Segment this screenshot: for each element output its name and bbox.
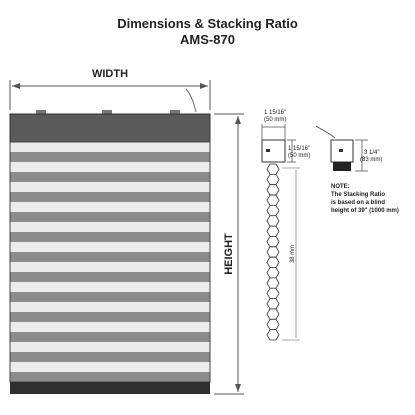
slat xyxy=(10,272,210,283)
height-dimension: HEIGHT xyxy=(214,113,244,395)
height-label: HEIGHT xyxy=(223,233,235,275)
stack-dim-label: 38 mm xyxy=(290,245,296,263)
stack-cell xyxy=(266,318,280,331)
stack-cell xyxy=(266,225,280,237)
stack-cell xyxy=(266,205,280,217)
bottom-rail xyxy=(10,382,210,394)
headrail xyxy=(9,113,211,143)
stack-cell xyxy=(266,215,280,227)
slat xyxy=(10,222,210,233)
slat xyxy=(10,262,210,273)
slat xyxy=(10,352,210,363)
rail-dim: 3 1/4" xyxy=(364,150,379,156)
slat xyxy=(10,282,210,293)
side-profile: 1 15/16" (50 mm) 1 15/16" (50 mm) 38 mm xyxy=(261,110,310,341)
profile-head-block xyxy=(261,139,286,163)
diagram-model: AMS-870 xyxy=(180,32,235,47)
slat xyxy=(10,152,210,163)
bracket-center xyxy=(102,110,112,114)
note-heading: NOTE: xyxy=(331,184,350,190)
stack-cell xyxy=(266,267,280,279)
note-line-1: The Stacking Ratio xyxy=(331,192,385,198)
profile-top-dim-mm: (50 mm) xyxy=(264,117,286,123)
slat xyxy=(10,342,210,353)
stack-cell xyxy=(266,308,280,320)
slat xyxy=(10,292,210,303)
slat xyxy=(10,212,210,223)
stack-cell xyxy=(266,236,280,248)
slat xyxy=(10,252,210,263)
slat xyxy=(10,192,210,203)
slat xyxy=(10,362,210,373)
stack-cell xyxy=(266,173,280,186)
slat xyxy=(10,232,210,243)
stacking-note: NOTE: The Stacking Ratio is based on a b… xyxy=(331,184,399,214)
diagram-title: Dimensions & Stacking Ratio xyxy=(117,16,298,31)
stack-cell xyxy=(266,256,280,268)
bracket-right xyxy=(170,110,180,114)
stack-cell xyxy=(266,194,280,206)
cell-stack xyxy=(266,163,280,341)
slat xyxy=(10,312,210,323)
profile-top-dim: 1 15/16" xyxy=(264,110,286,116)
note-line-3: height of 39" (1000 mm) xyxy=(331,208,399,214)
bracket-left xyxy=(36,110,46,114)
slat xyxy=(10,302,210,313)
stack-cell xyxy=(266,246,280,258)
width-label: WIDTH xyxy=(92,68,128,80)
note-line-2: is based on a blind xyxy=(331,200,385,206)
stack-cell xyxy=(266,287,280,299)
slat xyxy=(10,332,210,343)
slat xyxy=(10,372,210,383)
width-dimension: WIDTH xyxy=(9,68,211,110)
stack-cell xyxy=(266,298,280,310)
slat xyxy=(10,172,210,183)
stack-cell xyxy=(266,277,280,289)
slat xyxy=(10,242,210,253)
rail-dim-mm: (83 mm) xyxy=(360,157,382,163)
profile-side-dim-mm: (50 mm) xyxy=(288,153,310,159)
pull-cord xyxy=(185,88,197,113)
profile-side-dim: 1 15/16" xyxy=(288,146,310,152)
slat xyxy=(10,202,210,213)
stack-cell xyxy=(266,163,280,175)
rail-bottom-bar xyxy=(333,162,351,171)
slat xyxy=(10,162,210,173)
stack-cell xyxy=(266,184,280,196)
stack-cell xyxy=(266,329,280,341)
slat xyxy=(10,182,210,193)
slat xyxy=(10,142,210,153)
blind-slats xyxy=(9,141,211,383)
rail-detail: 3 1/4" (83 mm) xyxy=(315,125,382,172)
slat xyxy=(10,322,210,333)
